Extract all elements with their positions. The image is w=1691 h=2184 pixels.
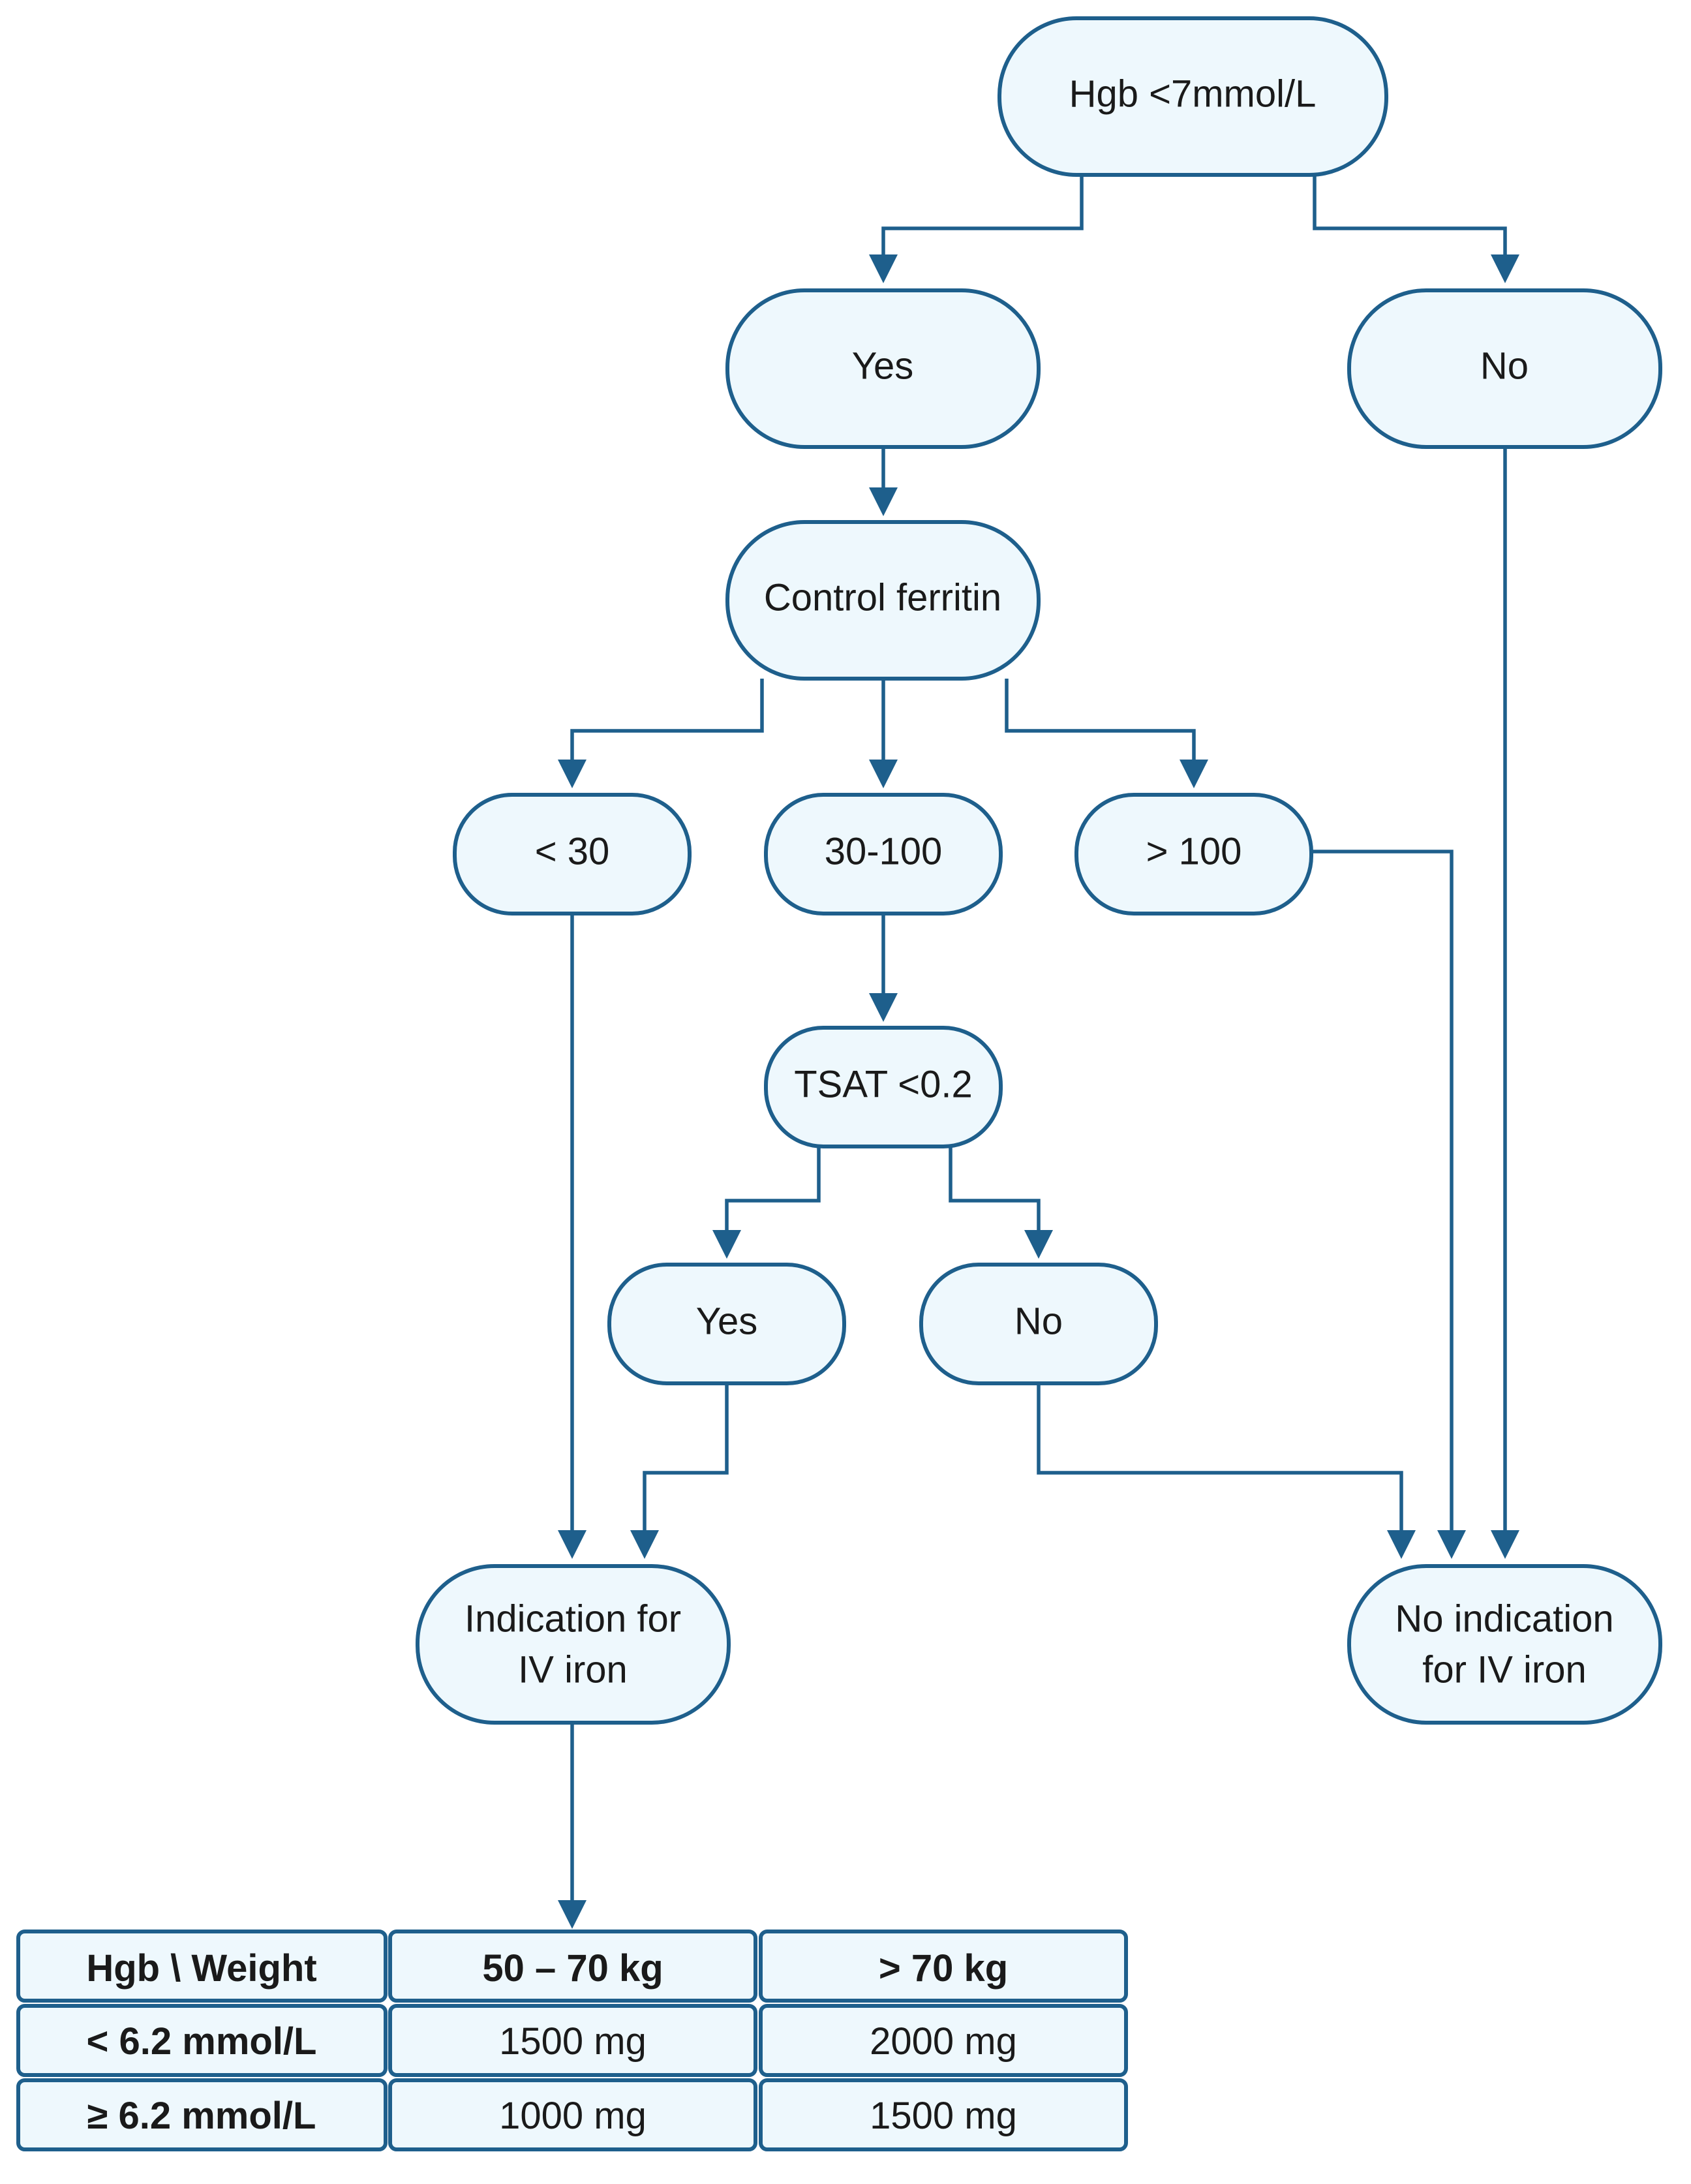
node-yes-1-label: Yes [852, 345, 914, 387]
node-hgb-condition: Hgb <7mmol/L [998, 16, 1388, 177]
edge-ferritin-lt30 [558, 679, 764, 788]
node-control-ferritin-label: Control ferritin [764, 576, 1001, 619]
edge-tsat-no [949, 1146, 1053, 1259]
node-tsat-label: TSAT <0.2 [794, 1063, 973, 1105]
node-ferritin-lt30-label: < 30 [535, 830, 610, 872]
node-indication-line1: Indication for [465, 1597, 681, 1640]
node-ferritin-gt100: > 100 [1074, 793, 1313, 915]
edge-yes2-indication [630, 1383, 729, 1559]
node-no-indication-line2: for IV iron [1422, 1648, 1586, 1691]
edge-hgb-no [1313, 175, 1519, 283]
table-row1-cell-50-70: 1500 mg [499, 2020, 647, 2063]
node-no-indication-line1: No indication [1395, 1597, 1613, 1640]
table-header-50-70kg: 50 – 70 kg [482, 1947, 663, 1990]
table-row2-cell-50-70: 1000 mg [499, 2095, 647, 2137]
node-ferritin-lt30: < 30 [453, 793, 692, 915]
node-yes-2-label: Yes [696, 1300, 758, 1342]
table-header-hgb-weight: Hgb \ Weight [86, 1947, 316, 1990]
edge-gt100-noindication [1310, 850, 1466, 1559]
node-indication-line2: IV iron [518, 1648, 628, 1691]
node-no-1: No [1347, 288, 1662, 449]
node-ferritin-gt100-label: > 100 [1146, 830, 1242, 872]
edge-hgb-yes [869, 175, 1084, 283]
node-ferritin-30-100: 30-100 [764, 793, 1003, 915]
node-no-2: No [919, 1263, 1158, 1385]
node-control-ferritin: Control ferritin [725, 520, 1041, 681]
table-row2-label: ≥ 6.2 mmol/L [87, 2095, 316, 2137]
node-yes-1: Yes [725, 288, 1041, 449]
node-no-indication-iv-iron: No indication for IV iron [1347, 1564, 1662, 1725]
table-row2-cell-gt70: 1500 mg [870, 2095, 1017, 2137]
edge-tsat-yes [712, 1146, 821, 1259]
connectors [558, 175, 1519, 1929]
node-ferritin-30-100-label: 30-100 [825, 830, 943, 872]
node-indication-iv-iron: Indication for IV iron [416, 1564, 731, 1725]
edge-no2-noindication [1037, 1383, 1416, 1559]
node-yes-2: Yes [607, 1263, 846, 1385]
edge-ferritin-gt100 [1005, 679, 1208, 788]
node-tsat: TSAT <0.2 [764, 1026, 1003, 1148]
table-row1-label: < 6.2 mmol/L [87, 2020, 317, 2063]
dosage-table: Hgb \ Weight 50 – 70 kg > 70 kg < 6.2 mm… [16, 1930, 1128, 2151]
node-no-2-label: No [1014, 1300, 1063, 1342]
table-row1-cell-gt70: 2000 mg [870, 2020, 1017, 2063]
node-hgb-label: Hgb <7mmol/L [1069, 72, 1317, 115]
table-header-gt70kg: > 70 kg [879, 1947, 1008, 1990]
node-no-1-label: No [1480, 345, 1529, 387]
